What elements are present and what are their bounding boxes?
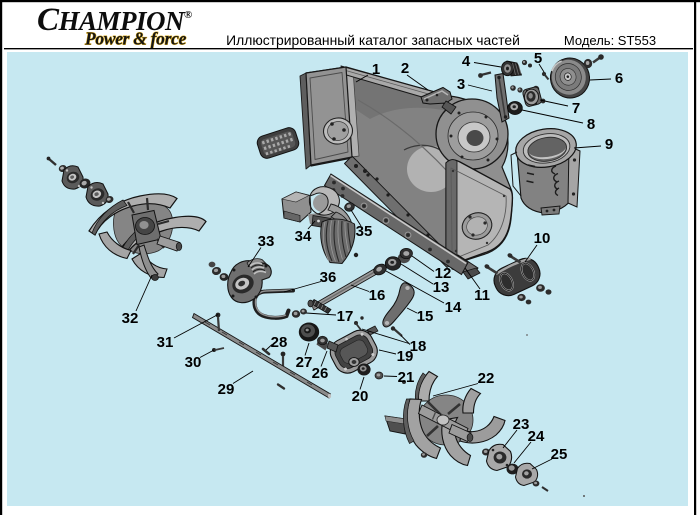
svg-text:23: 23 <box>513 416 530 433</box>
svg-text:15: 15 <box>417 308 434 325</box>
svg-text:18: 18 <box>410 338 427 355</box>
svg-text:22: 22 <box>478 370 495 387</box>
svg-text:26: 26 <box>312 365 329 382</box>
svg-text:20: 20 <box>352 388 369 405</box>
svg-text:29: 29 <box>218 381 235 398</box>
svg-text:19: 19 <box>397 348 414 365</box>
svg-text:33: 33 <box>258 233 275 250</box>
svg-text:3: 3 <box>457 76 465 93</box>
svg-text:10: 10 <box>534 230 551 247</box>
svg-text:31: 31 <box>157 334 174 351</box>
svg-text:25: 25 <box>551 446 568 463</box>
svg-text:9: 9 <box>605 136 613 153</box>
svg-text:14: 14 <box>445 299 462 316</box>
svg-text:Модель: ST553: Модель: ST553 <box>564 33 656 48</box>
svg-text:21: 21 <box>398 369 415 386</box>
svg-text:27: 27 <box>296 354 313 371</box>
svg-text:2: 2 <box>401 60 409 77</box>
svg-text:8: 8 <box>587 116 595 133</box>
svg-text:34: 34 <box>295 228 312 245</box>
svg-text:4: 4 <box>462 53 471 70</box>
svg-text:30: 30 <box>185 354 202 371</box>
svg-text:24: 24 <box>528 428 545 445</box>
svg-text:11: 11 <box>474 287 490 304</box>
svg-text:36: 36 <box>320 269 337 286</box>
svg-text:16: 16 <box>369 287 386 304</box>
svg-text:Иллюстрированный каталог запас: Иллюстрированный каталог запасных частей <box>226 32 520 48</box>
svg-text:6: 6 <box>615 70 623 87</box>
svg-text:35: 35 <box>356 223 373 240</box>
svg-text:17: 17 <box>337 308 354 325</box>
svg-text:13: 13 <box>433 279 450 296</box>
svg-text:32: 32 <box>122 310 139 327</box>
svg-text:1: 1 <box>372 61 380 78</box>
svg-text:5: 5 <box>534 50 542 67</box>
svg-text:12: 12 <box>435 265 452 282</box>
svg-text:7: 7 <box>572 100 580 117</box>
svg-text:28: 28 <box>271 334 288 351</box>
svg-text:CHAMPION®: CHAMPION® <box>37 2 192 38</box>
svg-text:Power & force: Power & force <box>84 29 187 49</box>
